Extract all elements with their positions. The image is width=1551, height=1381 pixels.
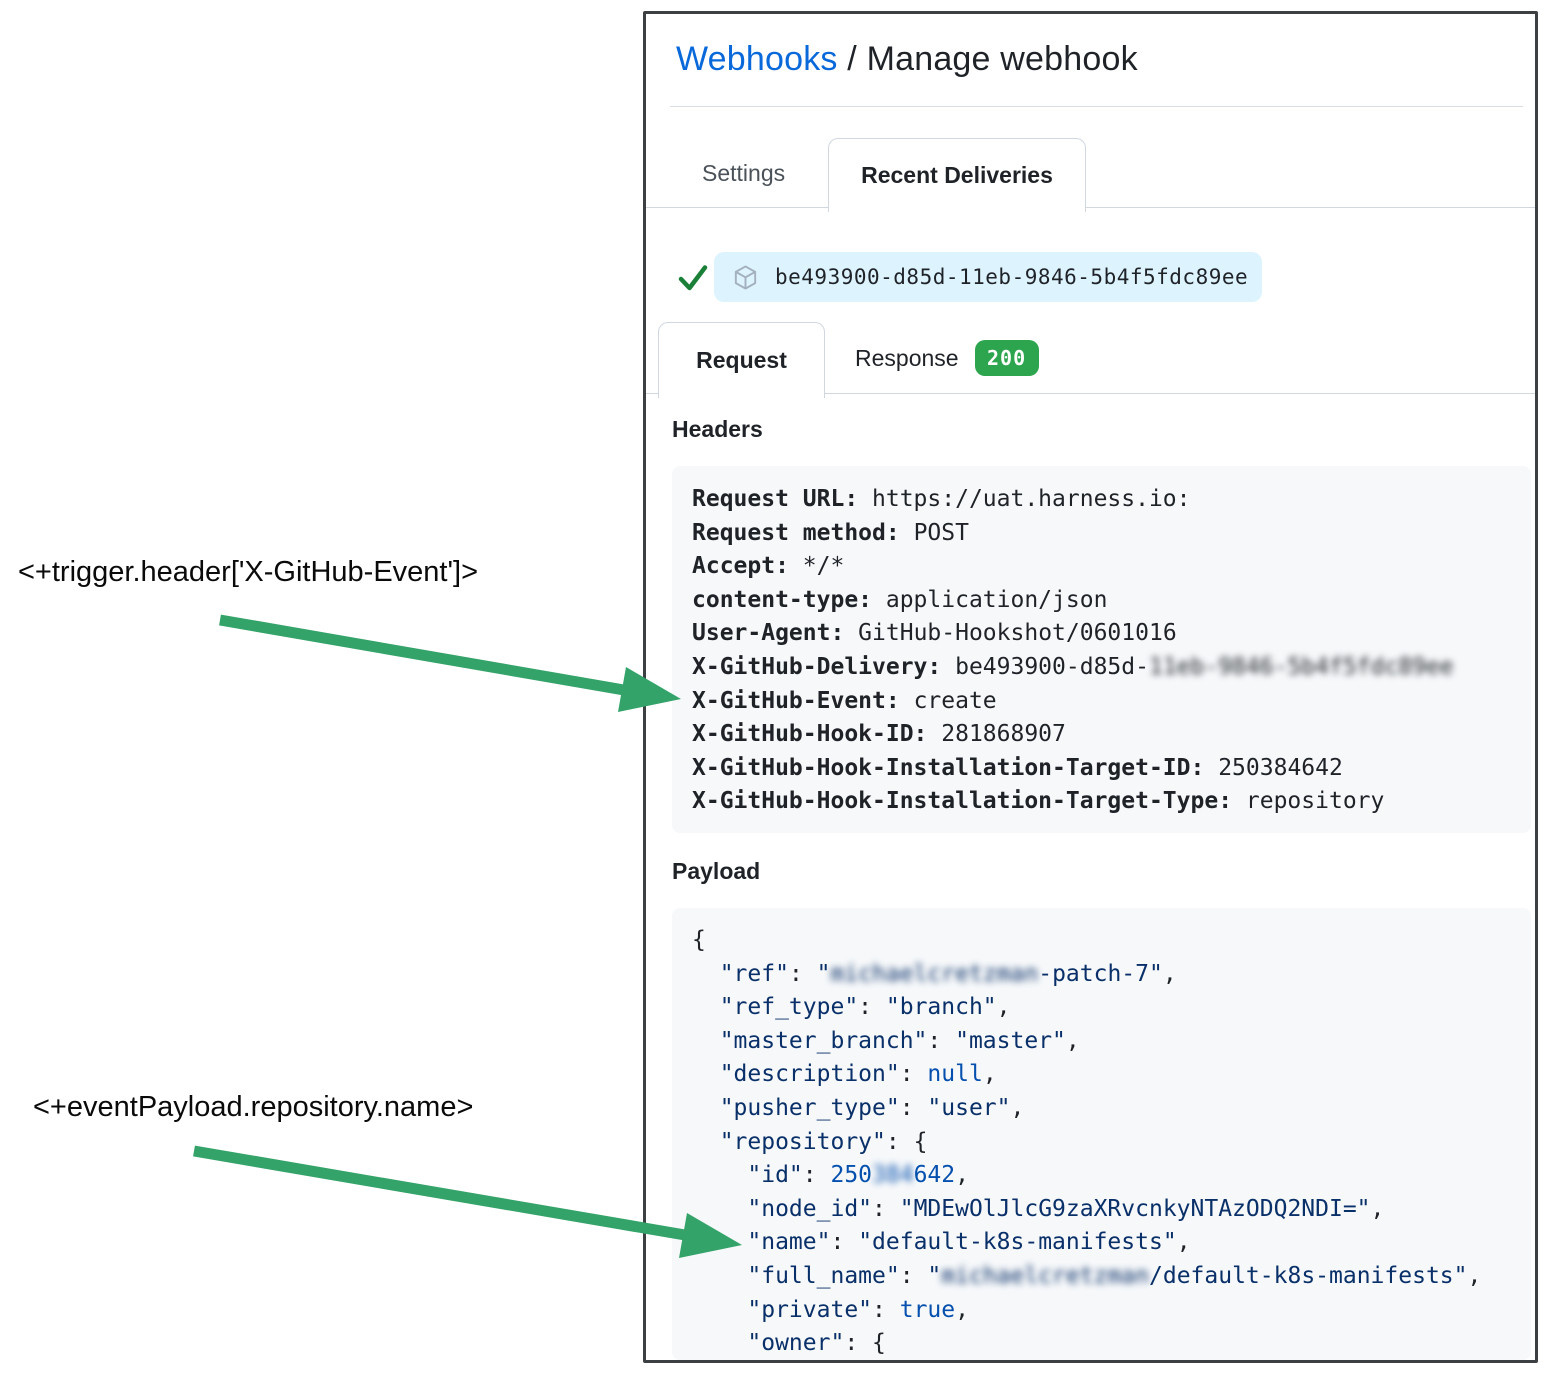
header-line: content-type: application/json — [692, 586, 1108, 613]
success-check-icon — [678, 265, 708, 291]
main-tab-bar: Settings Recent Deliveries — [646, 138, 1535, 212]
response-status-badge: 200 — [974, 340, 1039, 376]
webhook-panel: Webhooks / Manage webhook Settings Recen… — [643, 11, 1538, 1363]
tab-request[interactable]: Request — [658, 322, 825, 398]
payload-line: "description": null, — [692, 1061, 997, 1088]
payload-expression-label: <+eventPayload.repository.name> — [33, 1091, 474, 1123]
tab-response[interactable]: Response 200 — [855, 322, 1039, 394]
payload-line: "pusher_type": "user", — [692, 1094, 1025, 1121]
payload-line: "name": "default-k8s-manifests", — [692, 1229, 1191, 1256]
tab-settings[interactable]: Settings — [702, 159, 786, 186]
package-icon — [734, 265, 757, 289]
payload-line: "repository": { — [692, 1128, 928, 1155]
header-line: Request method: POST — [692, 519, 969, 546]
payload-line: "master_branch": "master", — [692, 1027, 1080, 1054]
tab-response-label: Response — [855, 344, 959, 371]
header-line: X-GitHub-Delivery: be493900-d85d-11eb-98… — [692, 653, 1454, 680]
page-title: Webhooks / Manage webhook — [676, 40, 1138, 79]
headers-heading: Headers — [672, 416, 763, 442]
title-separator: / — [837, 40, 867, 78]
arrow-to-github-event-icon — [219, 614, 681, 712]
payload-line: "owner": { — [692, 1330, 886, 1357]
payload-line: "full_name": "michaelcretzman/default-k8… — [692, 1262, 1482, 1289]
delivery-id: be493900-d85d-11eb-9846-5b4f5fdc89ee — [775, 265, 1249, 289]
header-line: Request URL: https://uat.harness.io: — [692, 486, 1191, 512]
header-line: User-Agent: GitHub-Hookshot/0601016 — [692, 620, 1177, 647]
header-line: X-GitHub-Hook-Installation-Target-ID: 25… — [692, 754, 1343, 781]
payload-heading: Payload — [672, 858, 761, 884]
title-divider — [670, 106, 1523, 107]
payload-box: { "ref": "michaelcretzman-patch-7", "ref… — [672, 908, 1531, 1360]
payload-line: "ref_type": "branch", — [692, 994, 1011, 1021]
header-line: Accept: */* — [692, 553, 845, 580]
delivery-id-pill[interactable]: be493900-d85d-11eb-9846-5b4f5fdc89ee — [714, 252, 1262, 302]
payload-line: "id": 250384642, — [692, 1162, 969, 1189]
header-line: X-GitHub-Event: create — [692, 687, 997, 714]
header-line: X-GitHub-Hook-ID: 281868907 — [692, 721, 1066, 748]
payload-line: "node_id": "MDEwOlJlcG9zaXRvcnkyNTAzODQ2… — [692, 1195, 1385, 1222]
title-current: Manage webhook — [866, 40, 1138, 78]
tab-recent-deliveries[interactable]: Recent Deliveries — [828, 138, 1086, 212]
delivery-tab-bar: Request Response 200 — [646, 322, 1535, 398]
payload-line: { — [692, 927, 706, 953]
trigger-expression-label: <+trigger.header['X-GitHub-Event']> — [18, 556, 479, 588]
delivery-row: be493900-d85d-11eb-9846-5b4f5fdc89ee — [646, 252, 1535, 302]
webhooks-breadcrumb-link[interactable]: Webhooks — [676, 40, 838, 78]
headers-box: Request URL: https://uat.harness.io: Requ… — [672, 466, 1531, 833]
payload-line: "private": true, — [692, 1296, 969, 1323]
payload-line: "ref": "michaelcretzman-patch-7", — [692, 960, 1177, 987]
header-line: X-GitHub-Hook-Installation-Target-Type: … — [692, 788, 1385, 815]
